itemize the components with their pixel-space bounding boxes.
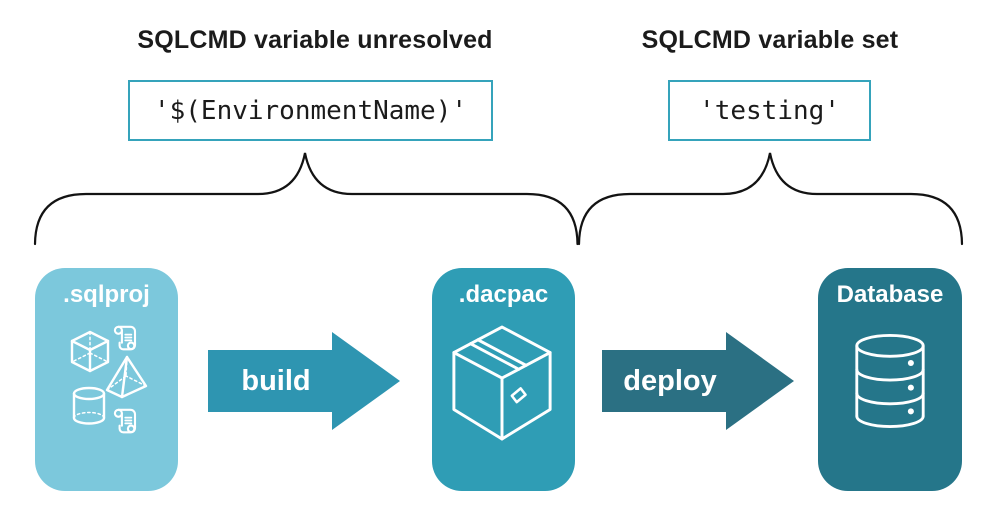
sql-objects-icon bbox=[70, 325, 148, 434]
right-brace bbox=[577, 152, 964, 246]
cylinder-icon bbox=[72, 386, 106, 425]
node-dacpac: .dacpac bbox=[432, 268, 575, 491]
heading-set: SQLCMD variable set bbox=[641, 26, 899, 54]
build-arrow: build bbox=[208, 332, 400, 430]
left-brace bbox=[33, 152, 579, 246]
node-database: Database bbox=[818, 268, 962, 491]
node-sqlproj-label: .sqlproj bbox=[63, 281, 150, 308]
brace-group bbox=[33, 152, 964, 246]
heading-unresolved: SQLCMD variable unresolved bbox=[137, 26, 493, 54]
deploy-arrow-shape bbox=[602, 332, 794, 430]
deploy-arrow-label: deploy bbox=[623, 364, 717, 397]
pyramid-icon bbox=[105, 355, 148, 399]
database-icon bbox=[855, 334, 925, 428]
cube-icon bbox=[70, 330, 110, 373]
scroll-icon bbox=[113, 408, 137, 434]
build-arrow-label: build bbox=[241, 364, 311, 397]
node-dacpac-background bbox=[432, 268, 575, 491]
build-arrow-shape bbox=[208, 332, 400, 430]
package-icon bbox=[452, 325, 552, 441]
node-database-label: Database bbox=[836, 281, 944, 308]
node-sqlproj: .sqlproj bbox=[35, 268, 178, 491]
code-box-unresolved: '$(EnvironmentName)' bbox=[128, 80, 493, 141]
deploy-arrow: deploy bbox=[602, 332, 794, 430]
scroll-icon bbox=[113, 325, 137, 351]
node-sqlproj-background bbox=[35, 268, 178, 491]
code-text-set: 'testing' bbox=[699, 95, 840, 126]
code-box-set: 'testing' bbox=[668, 80, 871, 141]
node-dacpac-label: .dacpac bbox=[458, 281, 549, 308]
code-text-unresolved: '$(EnvironmentName)' bbox=[153, 95, 468, 126]
